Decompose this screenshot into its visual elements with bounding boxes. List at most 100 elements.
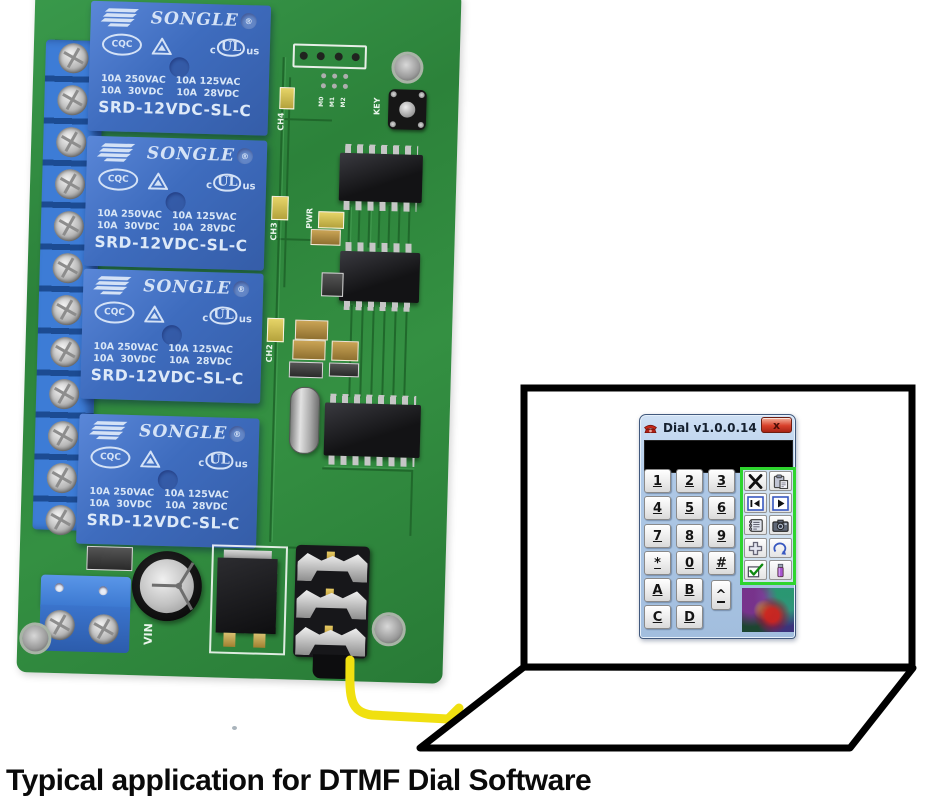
- address-book-button[interactable]: [744, 515, 767, 535]
- key-C[interactable]: C: [644, 605, 671, 629]
- logo-artwork: [742, 588, 794, 632]
- ic-chip: [338, 241, 421, 312]
- close-button[interactable]: x: [761, 417, 792, 433]
- dial-window: Dial v1.0.0.14 x 1 2 3 4 5 6 7 8 9 * 0 #…: [639, 414, 796, 639]
- crystal-oscillator: [288, 386, 321, 455]
- relay-brand: SONGLE ®: [89, 420, 242, 444]
- key-3[interactable]: 3: [708, 469, 735, 493]
- key-9[interactable]: 9: [708, 524, 735, 548]
- redo-button[interactable]: [769, 538, 792, 558]
- ch4-label: CH4: [276, 112, 286, 131]
- relay-brand: SONGLE ®: [100, 7, 253, 31]
- key-shift-caret[interactable]: ^: [711, 580, 731, 610]
- triangle-cert-icon: [147, 171, 169, 190]
- delete-button[interactable]: [744, 471, 767, 491]
- lighter-icon: [777, 563, 784, 577]
- key-7[interactable]: 7: [644, 524, 671, 548]
- songle-stripes-icon: [100, 8, 139, 27]
- songle-stripes-icon: [93, 276, 132, 295]
- registered-mark: ®: [240, 151, 250, 161]
- caret-underbar: [717, 600, 725, 603]
- songle-stripes-icon: [89, 421, 128, 440]
- ch2-label: CH2: [264, 344, 275, 363]
- phone-icon: [644, 424, 657, 433]
- caption: Typical application for DTMF Dial Softwa…: [6, 764, 592, 797]
- screw: [56, 84, 88, 116]
- ch3-label: CH3: [269, 222, 279, 241]
- address-book-icon: [749, 518, 763, 532]
- title-bar[interactable]: Dial v1.0.0.14: [642, 417, 793, 438]
- vin-label: VIN: [141, 623, 156, 646]
- m0-label: M0: [317, 96, 326, 107]
- pwr-label: PWR: [304, 207, 315, 229]
- m1-label: M1: [328, 96, 337, 108]
- confirm-button[interactable]: [744, 560, 767, 580]
- key-4[interactable]: 4: [644, 496, 671, 520]
- key-A[interactable]: A: [644, 578, 671, 602]
- voltage-regulator: [215, 557, 278, 635]
- screw: [46, 462, 78, 494]
- ch3-led: [271, 195, 289, 221]
- key-6[interactable]: 6: [708, 496, 735, 520]
- lighter-button[interactable]: [769, 560, 792, 580]
- screw: [58, 42, 89, 74]
- triangle-cert-icon: [151, 36, 173, 55]
- dtmf-decoder-chip: [323, 393, 422, 467]
- screw: [88, 613, 120, 645]
- camera-icon: [772, 519, 789, 532]
- screw: [54, 168, 86, 200]
- key-2[interactable]: 2: [676, 469, 703, 493]
- add-icon: [748, 541, 763, 555]
- key-5[interactable]: 5: [676, 496, 703, 520]
- songle-stripes-icon: [96, 143, 136, 162]
- rewind-button[interactable]: [744, 493, 767, 513]
- key-B[interactable]: B: [676, 578, 703, 602]
- triangle-cert-icon: [140, 449, 161, 468]
- add-button[interactable]: [744, 538, 767, 558]
- paste-button[interactable]: [769, 471, 792, 491]
- paste-icon: [773, 473, 789, 489]
- camera-button[interactable]: [769, 515, 792, 535]
- key-8[interactable]: 8: [676, 524, 703, 548]
- key-pushbutton: [387, 89, 427, 131]
- relay-model: SRD-12VDC-SL-C: [90, 365, 245, 389]
- key-hash[interactable]: #: [708, 551, 735, 575]
- tool-panel: [740, 467, 796, 585]
- relay-brand-text: SONGLE: [138, 421, 228, 444]
- audio-jack: [292, 544, 371, 659]
- screw: [52, 252, 84, 284]
- button-plunger: [399, 101, 416, 118]
- pin-header: [292, 43, 368, 70]
- power-terminal: [39, 604, 131, 654]
- key-0[interactable]: 0: [676, 551, 703, 575]
- ch2-led: [266, 317, 285, 343]
- rewind-icon: [747, 495, 764, 511]
- cqc-mark: CQC: [94, 300, 135, 325]
- key-1[interactable]: 1: [644, 469, 671, 493]
- pwr-led: [317, 211, 345, 229]
- confirm-check-icon: [747, 563, 764, 577]
- play-button[interactable]: [769, 493, 792, 513]
- registered-mark: ®: [244, 16, 253, 26]
- key-star[interactable]: *: [644, 551, 671, 575]
- ch4-led: [279, 87, 295, 110]
- screw: [51, 294, 82, 326]
- cqc-mark: CQC: [101, 33, 143, 57]
- key-D[interactable]: D: [676, 605, 703, 629]
- photo-speck: [232, 726, 237, 730]
- relay-brand-text: SONGLE: [142, 276, 232, 299]
- relay-model: SRD-12VDC-SL-C: [97, 97, 252, 121]
